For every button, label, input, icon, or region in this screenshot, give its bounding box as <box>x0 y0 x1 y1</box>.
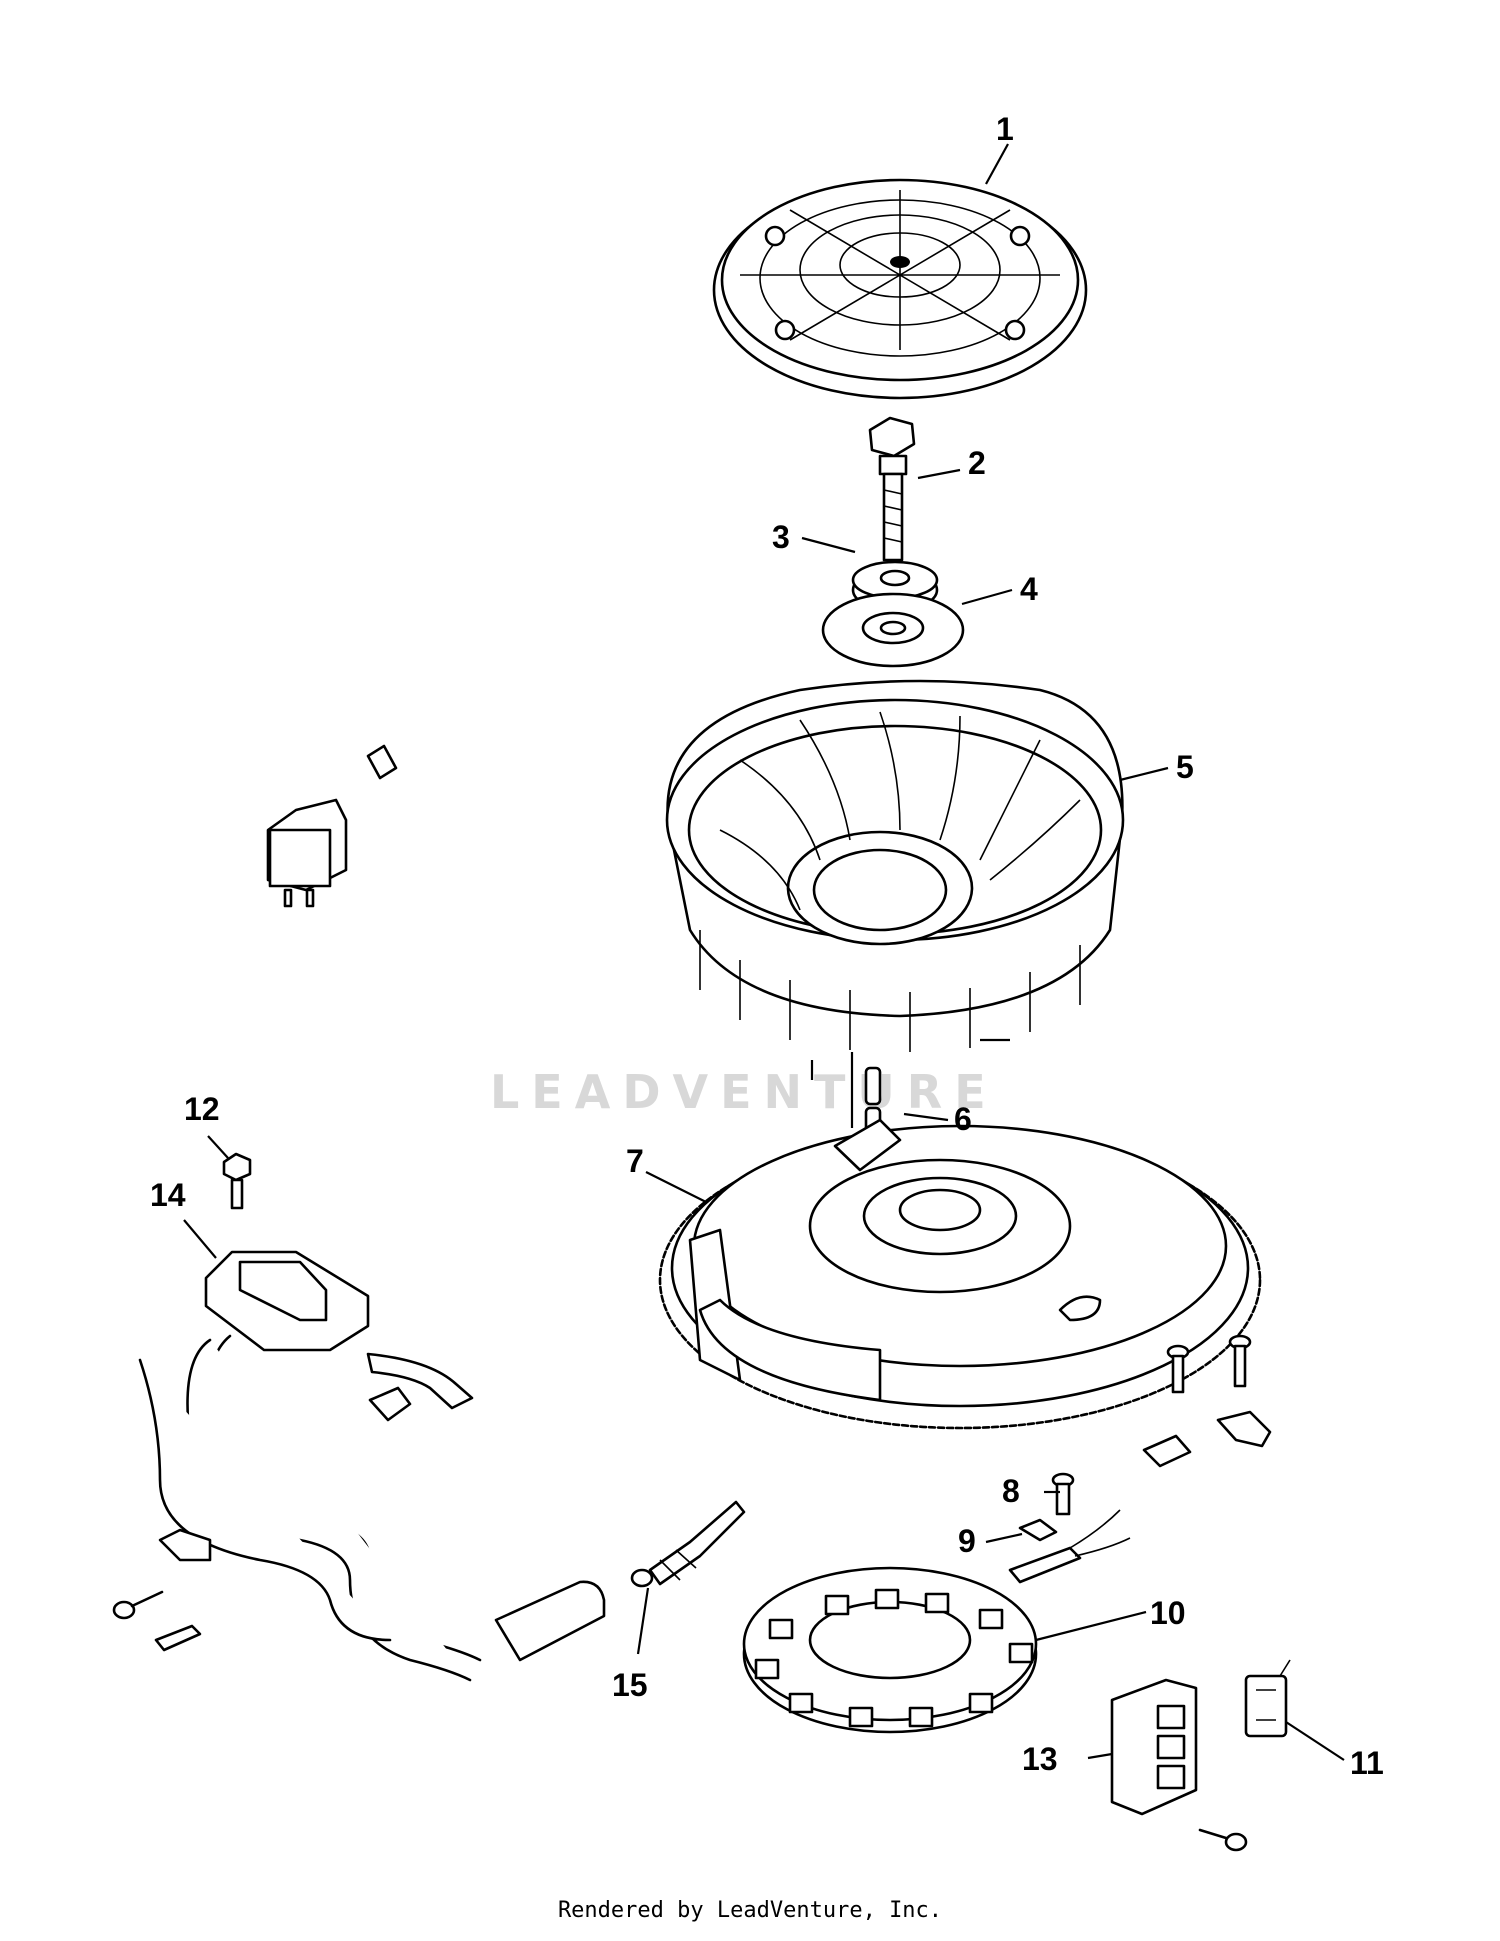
relay <box>266 744 398 908</box>
part-2-bolt <box>868 416 916 562</box>
part-12-bolt <box>222 1152 252 1210</box>
callout-12: 12 <box>184 1091 220 1127</box>
part-13-regulator <box>1110 1678 1248 1852</box>
callout-7: 7 <box>626 1143 644 1179</box>
footer-credit: Rendered by LeadVenture, Inc. <box>557 1898 943 1923</box>
callout-10: 10 <box>1150 1595 1186 1631</box>
part-5-fan <box>665 679 1125 1052</box>
callout-1: 1 <box>996 111 1014 147</box>
part-14-ignition-coil <box>112 1250 606 1682</box>
callout-6: 6 <box>954 1101 972 1137</box>
callout-11: 11 <box>1350 1745 1384 1781</box>
callout-5: 5 <box>1176 749 1194 785</box>
leader-lines <box>183 143 1345 1761</box>
part-4-plate <box>821 592 965 668</box>
callout-14: 14 <box>150 1177 186 1213</box>
callout-9: 9 <box>958 1523 976 1559</box>
part-8-screw <box>1051 1472 1075 1516</box>
part-7-flywheel <box>658 1118 1262 1430</box>
callout-13: 13 <box>1022 1741 1058 1777</box>
callout-15: 15 <box>612 1667 648 1703</box>
callout-8: 8 <box>1002 1473 1020 1509</box>
part-10-stator <box>742 1509 1131 1734</box>
callout-3: 3 <box>772 519 790 555</box>
callout-4: 4 <box>1020 571 1038 607</box>
part-9-clip <box>1018 1518 1058 1542</box>
callout-2: 2 <box>968 445 986 481</box>
callout-numbers: 1 2 3 4 5 6 7 8 9 10 11 12 13 14 15 <box>150 111 1384 1781</box>
part-11-connector <box>1244 1659 1291 1738</box>
hardware-small <box>1142 1334 1272 1468</box>
part-1-screen <box>712 178 1088 400</box>
part-15-spark-plug <box>630 1500 746 1588</box>
watermark: LEADVENTURE <box>490 1065 998 1119</box>
